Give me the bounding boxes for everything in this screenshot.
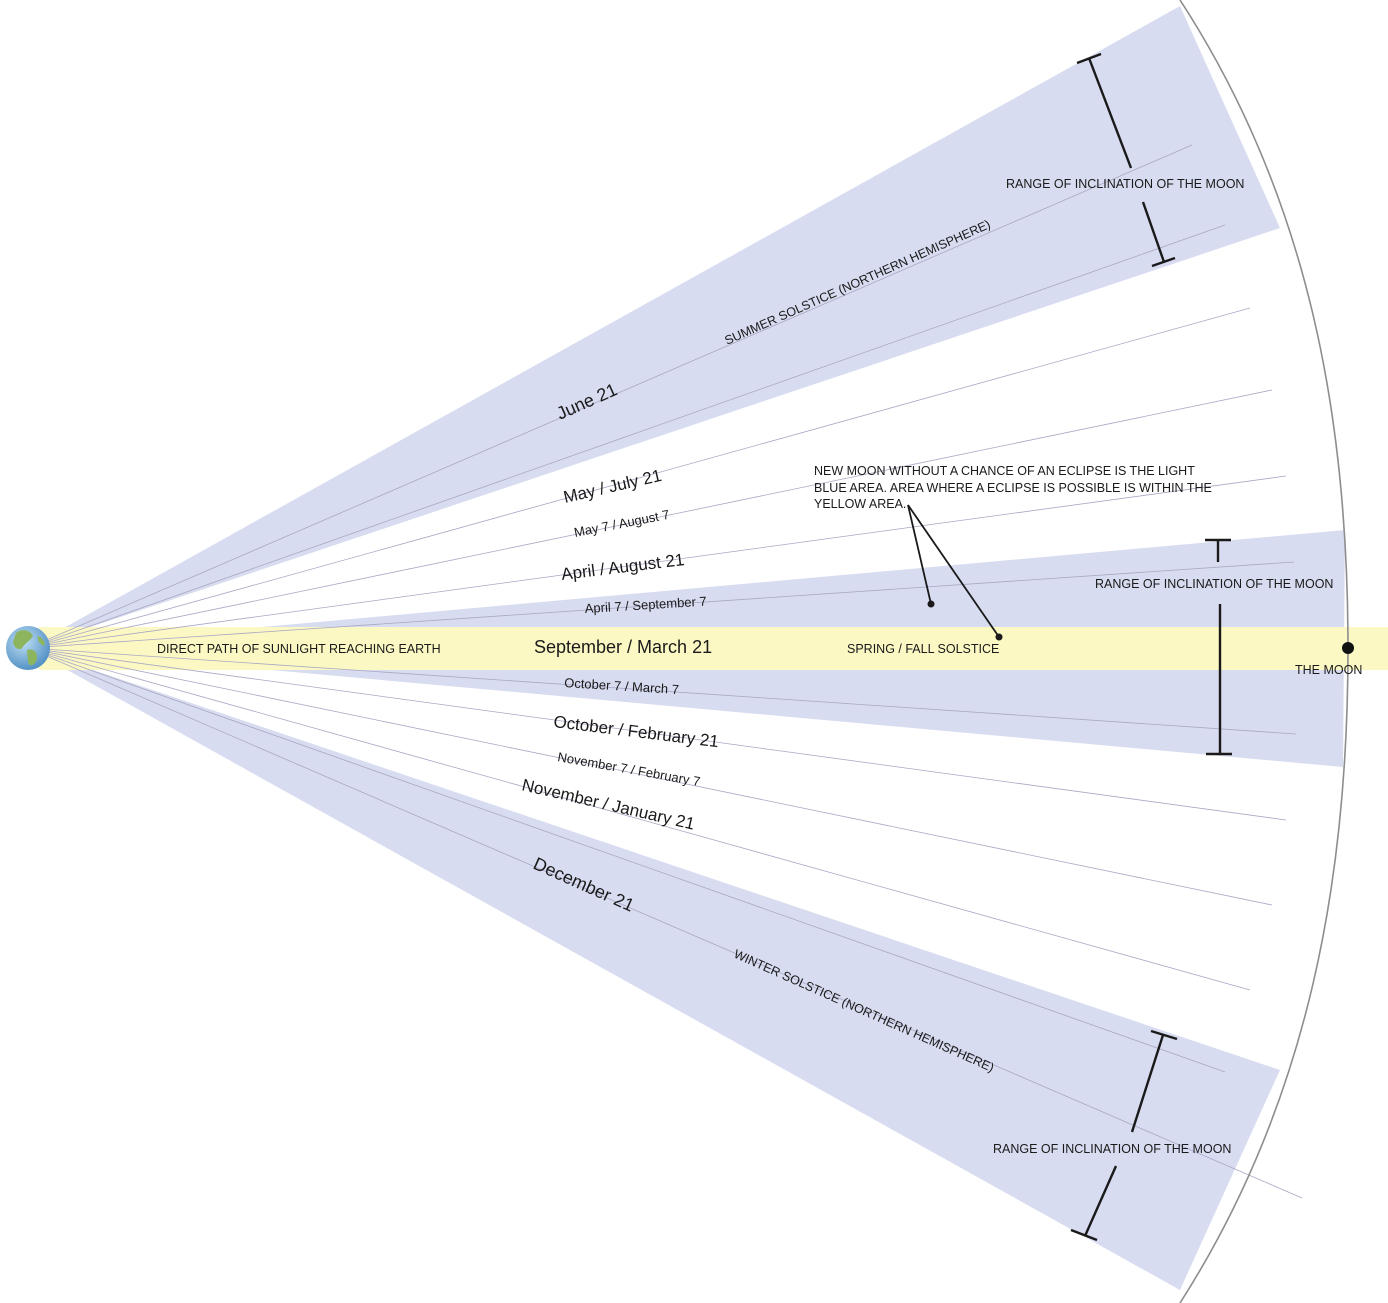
- range-bracket-top: [1076, 52, 1176, 268]
- pointer-dot-yellow: [995, 633, 1003, 641]
- date-may7-aug7: May 7 / August 7: [573, 507, 671, 540]
- date-oct7-march7: October 7 / March 7: [564, 675, 680, 697]
- date-april7-sept7: April 7 / September 7: [584, 594, 707, 616]
- date-october-february-21: October / February 21: [553, 712, 720, 751]
- date-nov7-feb7: November 7 / February 7: [556, 749, 701, 789]
- range-label-top: RANGE OF INCLINATION OF THE MOON: [1006, 177, 1244, 191]
- date-april-august-21: April / August 21: [560, 550, 685, 584]
- pointer-dot-blue: [927, 600, 935, 608]
- direct-sunlight-band: [28, 627, 1388, 670]
- earth-globe-icon: [6, 626, 50, 670]
- range-label-bottom: RANGE OF INCLINATION OF THE MOON: [993, 1142, 1231, 1156]
- equinox-date-label: September / March 21: [534, 637, 712, 657]
- note-line-3: YELLOW AREA.: [814, 497, 906, 511]
- direct-path-label: DIRECT PATH OF SUNLIGHT REACHING EARTH: [157, 642, 441, 656]
- winter-inclination-band: [28, 648, 1280, 1290]
- range-bracket-mid: [1205, 538, 1232, 756]
- moon-dot: [1342, 642, 1354, 654]
- equinox-label: SPRING / FALL SOLSTICE: [847, 642, 999, 656]
- range-bracket-bottom: [1070, 1029, 1178, 1242]
- range-label-mid: RANGE OF INCLINATION OF THE MOON: [1095, 577, 1333, 591]
- note-pointer: [907, 504, 1000, 638]
- date-may-july-21: May / July 21: [562, 466, 664, 507]
- note-line-2: BLUE AREA. AREA WHERE A ECLIPSE IS POSSI…: [814, 481, 1212, 495]
- note-line-1: NEW MOON WITHOUT A CHANCE OF AN ECLIPSE …: [814, 464, 1195, 478]
- summer-inclination-band: [28, 6, 1280, 648]
- sun-ray-lines: [27, 144, 1303, 1199]
- moon-label: THE MOON: [1295, 663, 1362, 677]
